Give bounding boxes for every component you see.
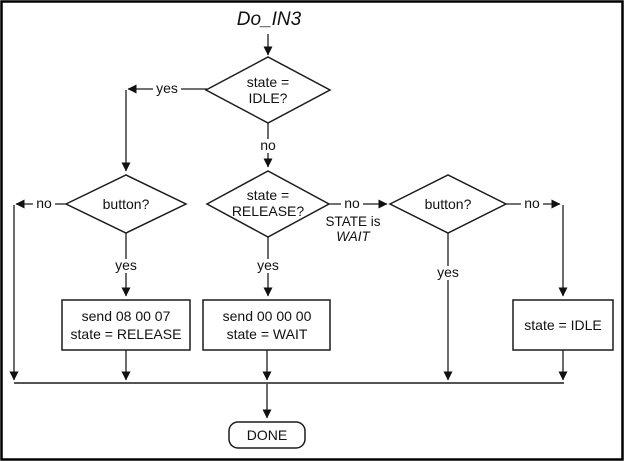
label-release-no: no: [344, 195, 360, 211]
decision-state-release-text-line1: state =: [247, 187, 289, 203]
process-send-wait-text-line1: send 00 00 00: [223, 308, 312, 324]
label-idle-no: no: [260, 137, 276, 153]
process-set-idle: [512, 299, 614, 351]
process-send-wait: [202, 299, 331, 351]
process-send-release-text-line2: state = RELEASE: [71, 326, 182, 342]
edge-labels: yes no no yes yes no yes no STATE is WAI…: [33, 80, 543, 280]
label-idle-yes: yes: [156, 80, 178, 96]
label-release-yes: yes: [257, 257, 279, 273]
process-send-release-text-line1: send 08 00 07: [82, 308, 171, 324]
label-button-left-yes: yes: [115, 257, 137, 273]
annotation-state-is: STATE is: [325, 214, 380, 229]
label-mask: [153, 81, 181, 95]
connectors: [9, 34, 568, 419]
process-set-idle-text: state = IDLE: [524, 317, 601, 333]
process-send-wait-text-line2: state = WAIT: [227, 326, 308, 342]
flowchart-title: Do_IN3: [237, 9, 302, 30]
node-texts: Do_IN3 state = IDLE? button? state = REL…: [71, 9, 602, 443]
annotation-wait: WAIT: [336, 229, 371, 244]
label-mask: [257, 139, 279, 153]
label-mask: [341, 197, 363, 211]
decision-button-right: [388, 174, 508, 234]
label-mask: [254, 259, 282, 273]
label-mask: [521, 197, 543, 211]
label-mask: [434, 266, 462, 280]
decision-button-right-text: button?: [425, 196, 472, 212]
decision-state-idle: [204, 56, 332, 124]
decision-state-idle-text-line2: IDLE?: [249, 90, 288, 106]
label-button-left-no: no: [36, 195, 52, 211]
shapes: [61, 56, 614, 449]
decision-state-idle-text-line1: state =: [247, 74, 289, 90]
decision-button-left: [64, 174, 188, 234]
terminal-done: [228, 421, 306, 449]
terminal-done-text: DONE: [247, 427, 287, 443]
label-mask: [112, 259, 140, 273]
decision-button-left-text: button?: [103, 196, 150, 212]
decision-state-release-text-line2: RELEASE?: [232, 203, 305, 219]
process-send-release: [61, 299, 191, 351]
label-button-right-yes: yes: [437, 264, 459, 280]
decision-state-release: [205, 170, 331, 238]
label-button-right-no: no: [524, 195, 540, 211]
label-mask: [33, 197, 55, 211]
